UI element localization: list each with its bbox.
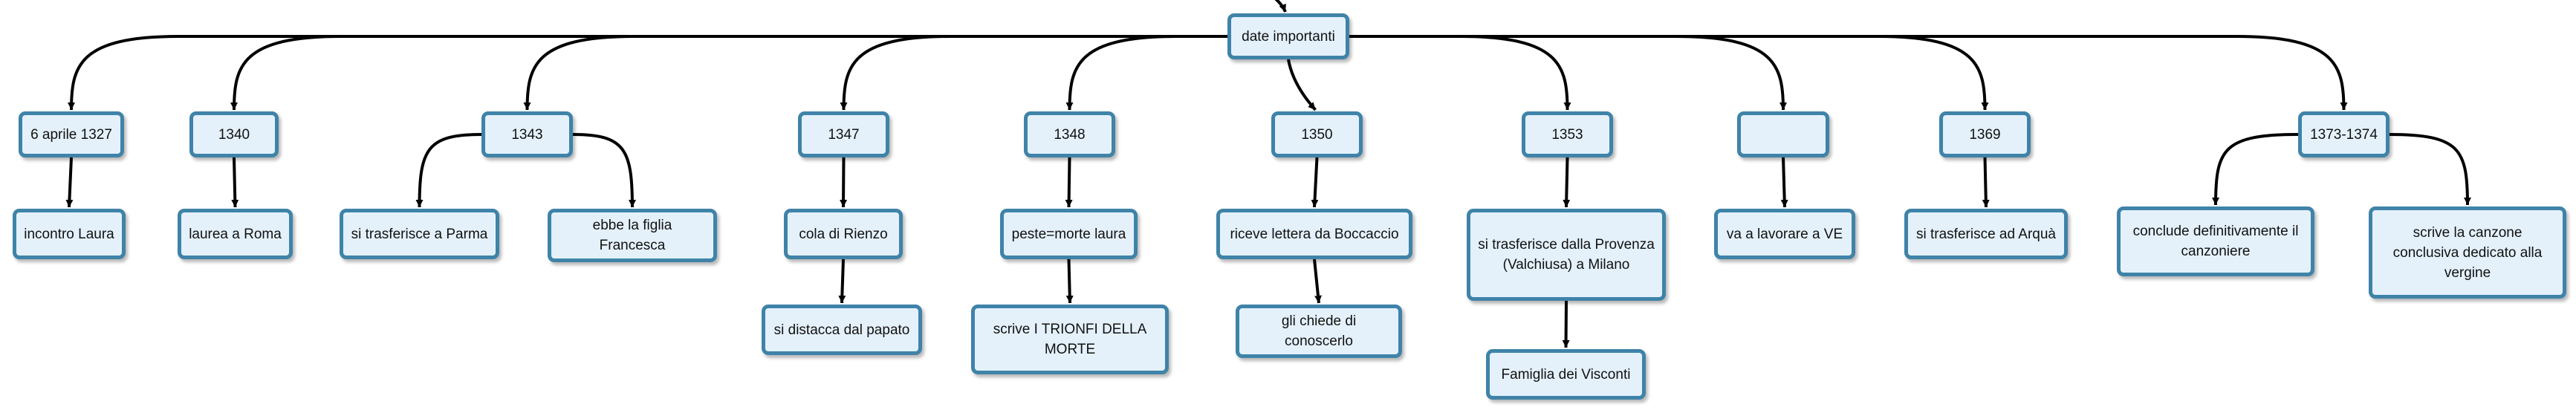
node-label: 1369: [1969, 126, 2001, 143]
node-label: riceve lettera da Boccaccio: [1230, 226, 1399, 242]
node-label: 1350: [1301, 126, 1333, 143]
node-label: scrive la canzone conclusiva dedicato al…: [2392, 224, 2543, 281]
node-1350[interactable]: 1350: [1271, 111, 1363, 157]
node-1369[interactable]: 1369: [1939, 111, 2031, 157]
node-label: va a lavorare a VE: [1726, 226, 1843, 242]
node-laurea-a-roma[interactable]: laurea a Roma: [178, 209, 293, 259]
connector-si-trasferisce-ad-arqua: [1982, 157, 1990, 208]
node-scrive-i-trionfi-della-morte[interactable]: scrive I TRIONFI DELLA MORTE: [971, 305, 1169, 374]
connector-conclude-definitivamente-il-canzoniere: [2212, 133, 2299, 206]
node-label: 1343: [511, 126, 543, 143]
node-label: si trasferisce a Parma: [351, 226, 488, 242]
node-1348[interactable]: 1348: [1024, 111, 1115, 157]
connector-gli-chiede-di-conoscerlo: [1313, 258, 1322, 304]
node-label: 6 aprile 1327: [30, 126, 112, 143]
connector-si-trasferisce-a-parma: [415, 133, 482, 208]
node-label: ebbe la figlia Francesca: [592, 218, 672, 253]
node-label: 1347: [828, 126, 860, 143]
connector-peste-morte-laura: [1065, 157, 1073, 208]
node-label: si trasferisce dalla Provenza (Valchiusa…: [1478, 237, 1655, 273]
node-label: 1373-1374: [2310, 126, 2378, 143]
connector-1343: [523, 35, 1227, 111]
node-label: incontro Laura: [24, 226, 114, 242]
connector-1353: [1349, 35, 1571, 111]
node-si-distacca-dal-papato[interactable]: si distacca dal papato: [762, 305, 922, 355]
node-label: si trasferisce ad Arquà: [1916, 226, 2056, 242]
node-date-importanti[interactable]: date importanti: [1227, 13, 1349, 59]
node-label: laurea a Roma: [189, 226, 282, 242]
node-1353[interactable]: 1353: [1522, 111, 1613, 157]
node-si-trasferisce-ad-arqua[interactable]: si trasferisce ad Arquà: [1904, 209, 2068, 259]
node-label: cola di Rienzo: [799, 226, 888, 242]
node-label: scrive I TRIONFI DELLA MORTE: [993, 322, 1147, 357]
connector-1373-1374: [1349, 35, 2348, 111]
node-scrive-la-canzone-conclusiva-dedicato-alla-vergine[interactable]: scrive la canzone conclusiva dedicato al…: [2369, 206, 2566, 299]
node-empty[interactable]: [1737, 111, 1829, 157]
connector-1340: [230, 35, 1227, 111]
node-6-aprile-1327[interactable]: 6 aprile 1327: [19, 111, 124, 157]
node-label: conclude definitivamente il canzoniere: [2132, 224, 2299, 259]
connector-laurea-a-roma: [231, 157, 239, 208]
node-ebbe-la-figlia-francesca[interactable]: ebbe la figlia Francesca: [548, 209, 717, 262]
connector-famiglia-dei-visconti: [1562, 300, 1570, 348]
node-label: si distacca dal papato: [773, 322, 910, 338]
connector-va-a-lavorare-a-ve: [1780, 157, 1788, 208]
node-1343[interactable]: 1343: [481, 111, 573, 157]
node-1347[interactable]: 1347: [798, 111, 889, 157]
connector-si-distacca-dal-papato: [838, 258, 846, 304]
node-label: 1353: [1551, 126, 1583, 143]
node-label: gli chiede di conoscerlo: [1281, 313, 1357, 349]
node-label: Famiglia dei Visconti: [1501, 366, 1631, 383]
node-label: 1348: [1054, 126, 1086, 143]
node-label: date importanti: [1242, 28, 1335, 45]
node-incontro-laura[interactable]: incontro Laura: [13, 209, 126, 259]
connector-1348: [1065, 35, 1227, 111]
connector-1369: [1349, 35, 1989, 111]
connector-riceve-lettera-da-boccaccio: [1311, 157, 1319, 208]
node-peste-morte-laura[interactable]: peste=morte laura: [1000, 209, 1138, 259]
connector-6-aprile-1327: [68, 35, 1227, 111]
node-gli-chiede-di-conoscerlo[interactable]: gli chiede di conoscerlo: [1236, 305, 1402, 358]
connector-incontro-laura: [65, 157, 74, 208]
node-label: peste=morte laura: [1011, 226, 1126, 242]
connector-scrive-la-canzone-conclusiva-dedicato-alla-vergine: [2389, 133, 2471, 206]
node-1373-1374[interactable]: 1373-1374: [2298, 111, 2390, 157]
node-va-a-lavorare-a-ve[interactable]: va a lavorare a VE: [1714, 209, 1855, 259]
node-si-trasferisce-a-parma[interactable]: si trasferisce a Parma: [340, 209, 499, 259]
connector-si-trasferisce-dalla-provenza-valchiusa-a-milano: [1563, 157, 1571, 208]
connector-1350: [1287, 59, 1317, 111]
node-riceve-lettera-da-boccaccio[interactable]: riceve lettera da Boccaccio: [1216, 209, 1412, 259]
node-conclude-definitivamente-il-canzoniere[interactable]: conclude definitivamente il canzoniere: [2117, 206, 2314, 276]
node-famiglia-dei-visconti[interactable]: Famiglia dei Visconti: [1486, 349, 1646, 400]
node-label: 1340: [218, 126, 250, 143]
node-1340[interactable]: 1340: [189, 111, 279, 157]
connector-scrive-i-trionfi-della-morte: [1065, 258, 1074, 304]
connector-1347: [840, 35, 1227, 111]
node-cola-di-rienzo[interactable]: cola di Rienzo: [784, 209, 903, 259]
connector-ebbe-la-figlia-francesca: [572, 133, 636, 208]
node-si-trasferisce-dalla-provenza-valchiusa-a-milano[interactable]: si trasferisce dalla Provenza (Valchiusa…: [1467, 209, 1666, 301]
connector-root-incoming: [1274, 0, 1287, 13]
connector-cola-di-rienzo: [840, 157, 848, 208]
